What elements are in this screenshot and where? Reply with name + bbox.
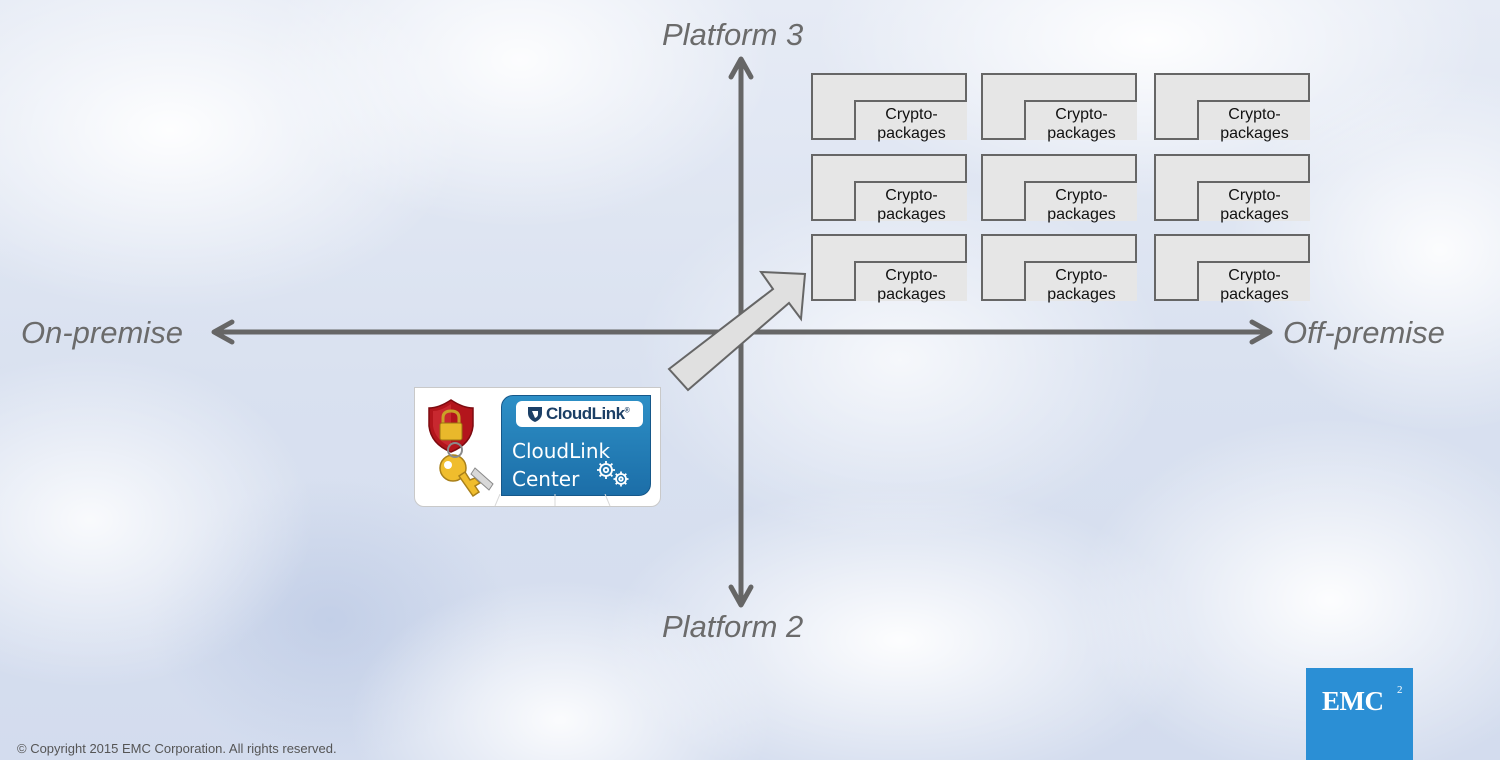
emc-logo: EMC 2 — [1306, 668, 1413, 760]
gears-icon — [597, 461, 629, 487]
card-divider-lines — [494, 494, 611, 506]
cloudlink-title-line2: Center — [512, 467, 580, 491]
crypto-package-box: Crypto-packages — [1154, 154, 1310, 223]
package-label-line1: Crypto- — [885, 187, 938, 204]
vertical-axis-top-arrowhead — [728, 56, 754, 80]
horizontal-axis-left-arrowhead — [211, 319, 235, 345]
crypto-package-box: Crypto-packages — [981, 234, 1137, 303]
package-label-line1: Crypto- — [1228, 106, 1281, 123]
cloudlink-logo: CloudLink® — [516, 401, 643, 427]
axis-label-left: On-premise — [21, 315, 183, 350]
horizontal-axis-right-arrowhead — [1249, 319, 1273, 345]
crypto-package-box: Crypto-packages — [811, 234, 967, 303]
package-label-line2: packages — [1047, 206, 1116, 223]
crypto-package-box: Crypto-packages — [1154, 234, 1310, 303]
shield-and-key-icon — [428, 399, 494, 498]
key-icon — [439, 442, 494, 498]
package-label-line2: packages — [1220, 286, 1289, 303]
axis-label-bottom: Platform 2 — [662, 609, 804, 644]
package-label-line2: packages — [877, 206, 946, 223]
package-label-line1: Crypto- — [1055, 106, 1108, 123]
cloudlink-center-card: CloudLink® CloudLink Center — [414, 387, 661, 507]
axis-label-top: Platform 3 — [662, 17, 804, 52]
cloudlink-panel: CloudLink® CloudLink Center — [501, 395, 651, 496]
migration-arrow — [667, 270, 807, 392]
package-label-line1: Crypto- — [1055, 187, 1108, 204]
crypto-package-box: Crypto-packages — [981, 73, 1137, 142]
emc-logo-text: EMC — [1322, 686, 1384, 716]
crypto-package-box: Crypto-packages — [811, 154, 967, 223]
crypto-package-box: Crypto-packages — [1154, 73, 1310, 142]
vertical-axis-bottom-arrowhead — [728, 584, 754, 608]
crypto-package-box: Crypto-packages — [811, 73, 967, 142]
package-label-line1: Crypto- — [1228, 267, 1281, 284]
cloudlink-logo-text: CloudLink — [546, 404, 625, 423]
package-label-line2: packages — [1220, 206, 1289, 223]
axis-label-right: Off-premise — [1283, 315, 1445, 350]
package-label-line2: packages — [1220, 125, 1289, 142]
package-label-line2: packages — [1047, 125, 1116, 142]
package-label-line1: Crypto- — [1228, 187, 1281, 204]
package-label-line2: packages — [1047, 286, 1116, 303]
package-label-line1: Crypto- — [1055, 267, 1108, 284]
package-label-line2: packages — [877, 125, 946, 142]
package-label-line1: Crypto- — [885, 267, 938, 284]
cloudlink-title-line1: CloudLink — [512, 439, 611, 463]
cloudlink-shield-icon — [528, 407, 542, 422]
copyright-notice: © Copyright 2015 EMC Corporation. All ri… — [17, 741, 337, 756]
emc-logo-superscript: 2 — [1397, 684, 1403, 696]
crypto-package-box: Crypto-packages — [981, 154, 1137, 223]
package-label-line1: Crypto- — [885, 106, 938, 123]
shield-lock-icon — [428, 399, 474, 453]
package-label-line2: packages — [877, 286, 946, 303]
registered-mark: ® — [624, 407, 630, 415]
